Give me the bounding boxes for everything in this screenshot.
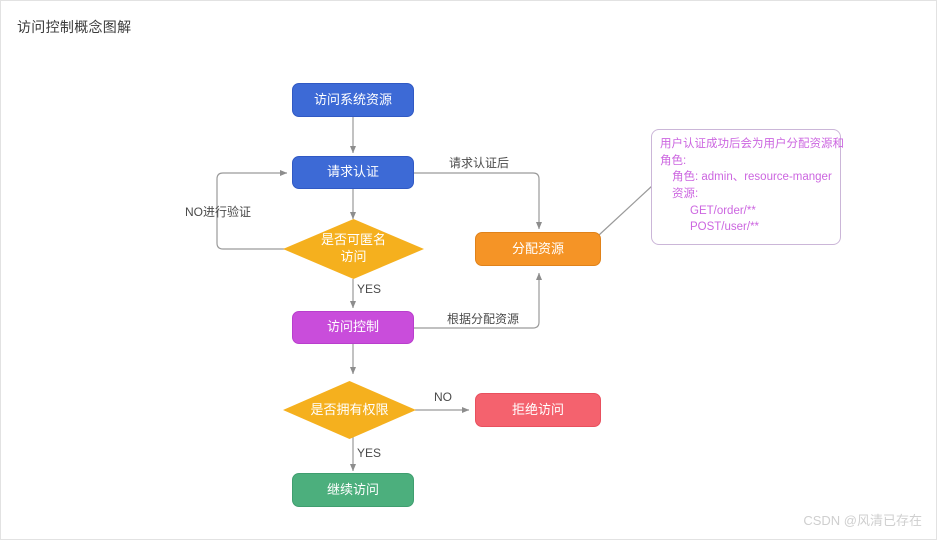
annotation-note: 用户认证成功后会为用户分配资源和 角色: 角色: admin、resource-… (651, 129, 844, 246)
node-access-control[interactable]: 访问控制 (292, 311, 414, 344)
node-label: 拒绝访问 (511, 401, 564, 417)
edge-label-by-allocated-resource: 根据分配资源 (447, 312, 520, 326)
node-access-system-resource[interactable]: 访问系统资源 (292, 83, 414, 117)
node-label: 分配资源 (511, 240, 564, 256)
note-line-5: GET/order/** (690, 204, 756, 217)
note-line-1: 用户认证成功后会为用户分配资源和 (660, 138, 844, 150)
watermark: CSDN @风清已存在 (803, 513, 922, 528)
edge-label-no-permission: NO (434, 390, 452, 404)
edge-anonymous-no-loop (216, 169, 293, 250)
note-line-3: 角色: admin、resource-manger (672, 171, 832, 184)
node-label: 访问控制 (326, 319, 379, 335)
note-line-4: 资源: (672, 188, 699, 201)
node-label: 继续访问 (326, 481, 379, 497)
node-label: 请求认证 (326, 164, 379, 180)
node-has-permission[interactable]: 是否拥有权限 (283, 381, 416, 439)
edge-label-no-verify: NO进行验证 (185, 205, 252, 219)
edge-control-to-allocate (414, 272, 543, 329)
note-line-6: POST/user/** (690, 221, 760, 234)
edge-label-yes-permission: YES (357, 446, 382, 460)
edge-label-after-request-auth: 请求认证后 (449, 156, 510, 170)
node-allocate-resource[interactable]: 分配资源 (475, 232, 601, 266)
edge-allocate-to-note (598, 185, 653, 236)
edge-request-to-allocate (414, 172, 543, 230)
node-continue-access[interactable]: 继续访问 (292, 473, 414, 507)
edge-label-yes-anonymous: YES (357, 282, 382, 296)
node-label: 是否可匿名 访问 (320, 232, 386, 264)
note-line-2: 角色: (660, 154, 687, 167)
node-can-anonymous[interactable]: 是否可匿名 访问 (283, 219, 424, 279)
node-request-auth[interactable]: 请求认证 (292, 156, 414, 189)
node-deny-access[interactable]: 拒绝访问 (475, 393, 601, 427)
node-label: 是否拥有权限 (310, 401, 389, 417)
node-label: 访问系统资源 (313, 91, 392, 107)
page-title: 访问控制概念图解 (17, 19, 132, 35)
